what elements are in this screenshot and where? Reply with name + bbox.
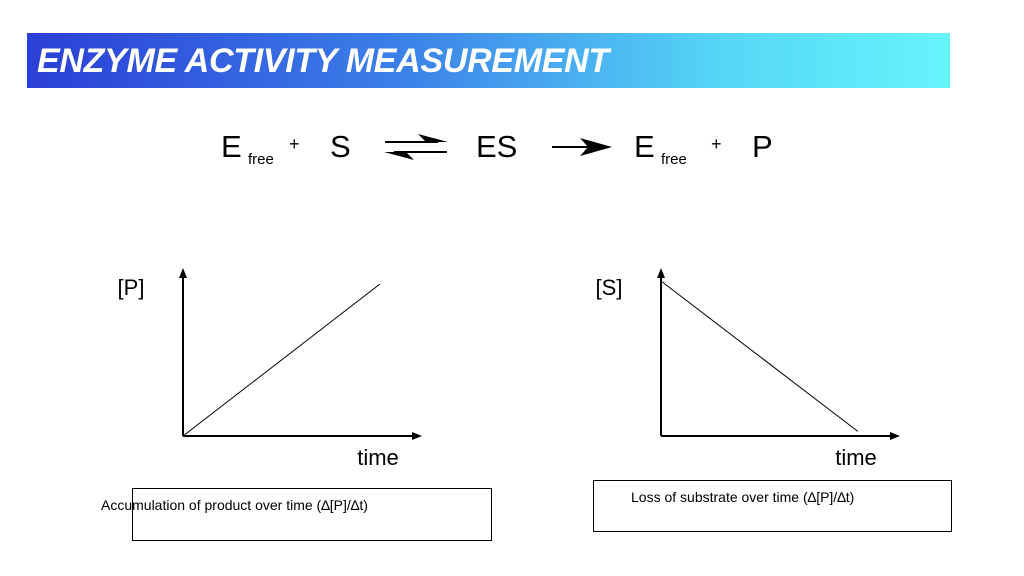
product-chart-series-group <box>182 283 381 437</box>
substrate-chart-line <box>660 280 859 432</box>
plus-sign-product: + <box>711 134 722 154</box>
enzyme-substrate-complex: ES <box>476 129 517 164</box>
product-chart-x-axis <box>183 432 422 440</box>
title-bar: ENZYME ACTIVITY MEASUREMENT <box>27 33 950 88</box>
product-chart-y-axis <box>179 268 187 436</box>
product-chart-x-label: time <box>357 445 399 470</box>
substrate-chart-series-group <box>660 280 859 432</box>
product-caption-box <box>132 488 492 541</box>
product-caption: Accumulation of product over time (∆[P]/… <box>101 497 368 513</box>
substrate-chart-x-axis <box>661 432 900 440</box>
substrate-chart-x-label: time <box>835 445 877 470</box>
substrate-symbol: S <box>330 129 351 164</box>
product-chart-y-label: [P] <box>118 275 145 300</box>
enzyme-free-subscript: free <box>248 151 274 168</box>
substrate-caption: Loss of substrate over time (∆[P]/∆t) <box>631 489 855 505</box>
slide-title: ENZYME ACTIVITY MEASUREMENT <box>37 42 609 80</box>
product-symbol: P <box>752 129 773 164</box>
enzyme-free-symbol-product: E <box>634 129 655 164</box>
plus-sign: + <box>289 134 300 154</box>
enzyme-free-symbol: E <box>221 129 242 164</box>
equilibrium-arrows-icon <box>384 134 448 160</box>
substrate-chart-y-label: [S] <box>596 275 623 300</box>
product-chart-line <box>182 283 381 437</box>
substrate-caption-box <box>593 480 952 532</box>
reaction-equation: E free + S ES E free + P <box>221 129 773 168</box>
substrate-chart-y-axis <box>657 268 665 436</box>
forward-arrow-icon <box>552 138 612 156</box>
enzyme-free-subscript-product: free <box>661 151 687 168</box>
